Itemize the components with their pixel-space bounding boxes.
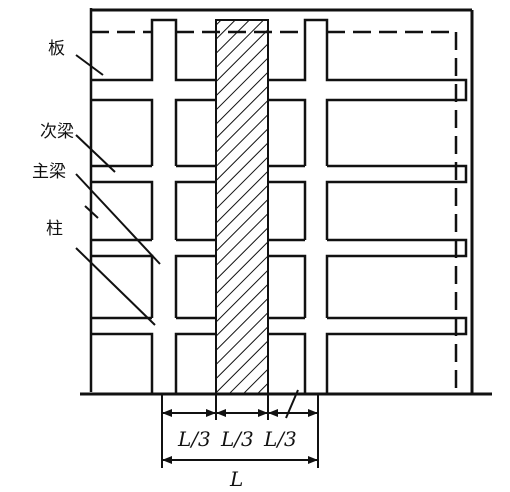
- dimension-lines: [161, 389, 319, 468]
- slab-edge-dashed: [91, 30, 458, 392]
- dim-label-segment-2: L/3: [220, 427, 254, 451]
- dim-label-total: L: [229, 467, 243, 491]
- dim-label-segment-1: L/3: [177, 427, 211, 451]
- leader-lines: [75, 54, 161, 326]
- label-main-beam: 主梁: [32, 162, 66, 182]
- beam-grid-outlines: [91, 18, 468, 394]
- label-column: 柱: [46, 219, 63, 239]
- label-slab: 板: [48, 39, 65, 59]
- hatched-load-strip: [215, 19, 269, 395]
- label-secondary-beam: 次梁: [40, 122, 74, 142]
- dimension-arrows: [162, 409, 318, 464]
- dim-label-segment-3: L/3: [263, 427, 297, 451]
- outer-frame: [80, 8, 492, 396]
